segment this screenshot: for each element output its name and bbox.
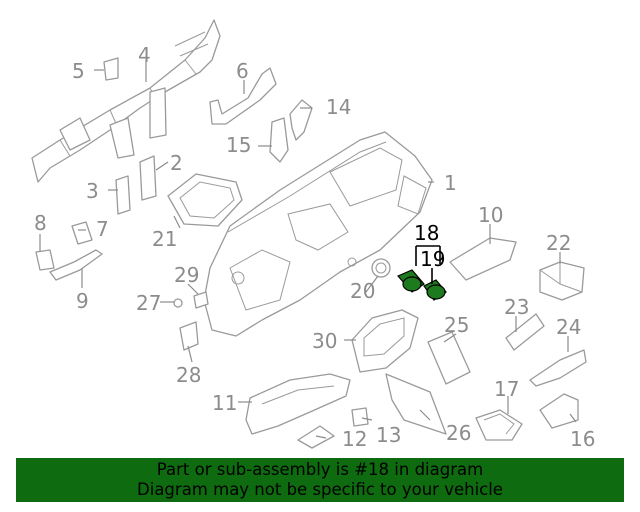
part-17-box [475,409,523,441]
callout-19: 19 [420,247,445,271]
parts-diagram: 1 2 3 4 5 6 7 8 9 10 11 12 13 14 15 16 1… [31,19,595,451]
part-19-highlighted [423,279,447,301]
part-16-bracket [539,393,579,429]
part-9-trim-strip [49,249,103,281]
part-11-lower-panel [245,373,351,435]
part-28-switch-panel [179,321,199,351]
callout-2: 2 [170,151,183,175]
part-15-bracket [269,117,289,163]
callout-29: 29 [174,263,199,287]
callout-11: 11 [212,391,237,415]
info-banner: Part or sub-assembly is #18 in diagram D… [16,458,624,502]
part-26-glove-box [385,373,447,435]
part-23-trim [505,313,545,351]
part-2-bracket [139,155,157,201]
callout-9: 9 [76,289,89,313]
callout-5: 5 [72,59,85,83]
callout-27: 27 [136,291,161,315]
part-10-panel [449,237,517,281]
part-21-airbag-module [167,173,243,227]
part-27-screw [173,298,183,308]
callout-3: 3 [86,179,99,203]
callout-20: 20 [350,279,375,303]
callout-16: 16 [570,427,595,451]
callout-1: 1 [444,171,457,195]
callout-7: 7 [96,217,109,241]
callout-12: 12 [342,427,367,451]
callout-23: 23 [504,295,529,319]
part-20-knob [371,258,391,278]
callout-21: 21 [152,227,177,251]
callout-25: 25 [444,313,469,337]
banner-line-1: Part or sub-assembly is #18 in diagram [156,460,484,479]
part-24-trim [529,349,587,387]
callout-24: 24 [556,315,581,339]
part-7-clip [71,221,93,245]
part-22-storage-box [539,261,585,301]
part-5-bracket [103,57,119,81]
part-30-cluster-visor [351,309,419,373]
callout-4: 4 [138,43,151,67]
callout-18: 18 [414,221,439,245]
part-25-lid [427,331,471,385]
callout-13: 13 [376,423,401,447]
callout-15: 15 [226,133,251,157]
part-18-highlighted [397,269,425,293]
callout-6: 6 [236,59,249,83]
part-4-steering-support-beam [31,19,221,183]
part-8-clip [35,249,55,271]
part-13-clip [351,407,369,427]
callout-26: 26 [446,421,471,445]
callout-10: 10 [478,203,503,227]
callout-labels: 1 2 3 4 5 6 7 8 9 10 11 12 13 14 15 16 1… [34,43,595,451]
callout-14: 14 [326,95,351,119]
part-12-strip [297,425,335,449]
part-6-bracket [209,67,277,125]
callout-30: 30 [312,329,337,353]
part-1-instrument-panel [203,131,433,337]
callout-8: 8 [34,211,47,235]
banner-line-2: Diagram may not be specific to your vehi… [137,480,503,499]
part-3-bracket [115,175,131,215]
leader-lines [39,60,577,439]
callout-28: 28 [176,363,201,387]
callout-22: 22 [546,231,571,255]
part-14-bracket [289,99,313,141]
part-29-clip [193,291,209,309]
callout-17: 17 [494,377,519,401]
